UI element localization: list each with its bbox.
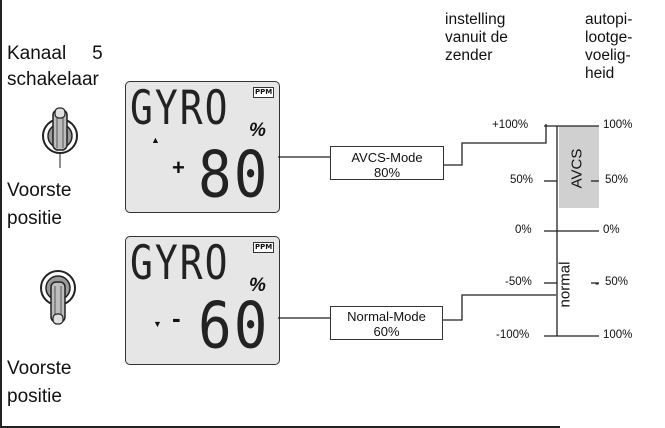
transmitter-setting-header: instelling vanuit de zender	[445, 11, 508, 65]
mode-percent: 60%	[331, 324, 442, 339]
mode-name: AVCS-Mode	[331, 150, 443, 165]
normal-band-label: normal	[557, 255, 574, 315]
gyro-scale-label: 50%	[605, 276, 628, 288]
tick-dash: -	[595, 276, 599, 290]
tx-scale-label: -100%	[496, 329, 529, 341]
gyro-scale-label: 100%	[603, 119, 632, 131]
tx-scale-label: 50%	[510, 174, 533, 186]
tx-scale-label: +100%	[492, 119, 528, 131]
normal-mode-box: Normal-Mode 60%	[330, 306, 443, 340]
mode-name: Normal-Mode	[331, 309, 442, 324]
gyro-scale-label: 100%	[603, 329, 632, 341]
mode-percent: 80%	[331, 165, 443, 180]
gyro-scale-label: 50%	[605, 174, 628, 186]
avcs-band-label: AVCS	[569, 139, 586, 199]
autopilot-sensitivity-header: autopi- lootge- voelig- heid	[585, 11, 632, 83]
tx-scale-label: 0%	[515, 224, 532, 236]
avcs-mode-box: AVCS-Mode 80%	[330, 146, 444, 180]
gyro-scale-label: 0%	[603, 224, 620, 236]
tx-scale-label: -50%	[505, 276, 532, 288]
